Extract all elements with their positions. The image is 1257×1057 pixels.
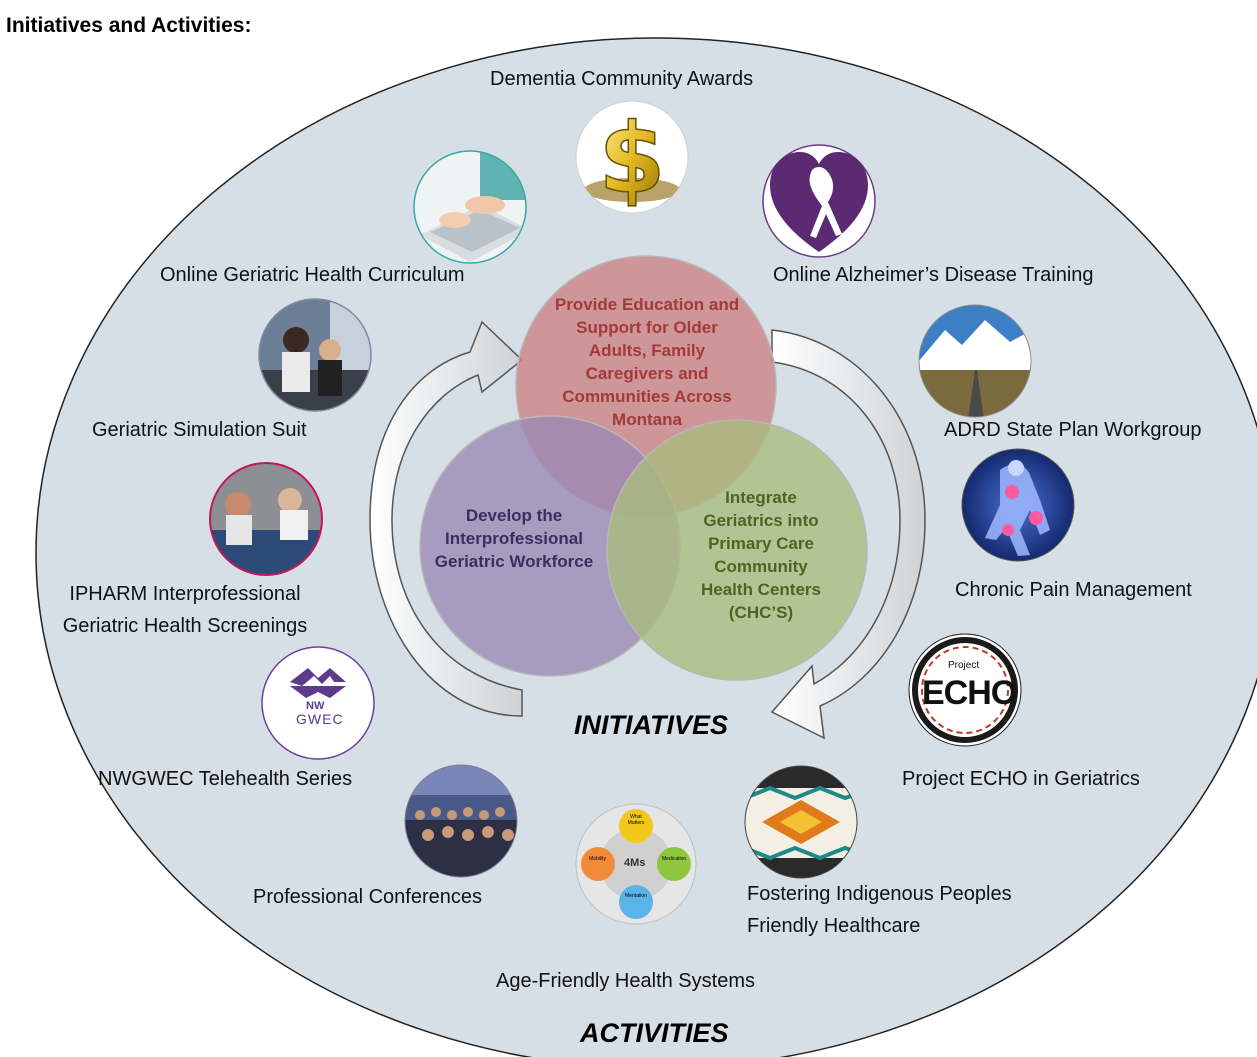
- label-alzheimers-training: Online Alzheimer’s Disease Training: [773, 264, 1094, 286]
- four-ms-center: 4Ms: [624, 857, 646, 869]
- dollar-sign-icon: $: [575, 100, 689, 215]
- label-ipharm-line1: IPHARM Interprofessional: [69, 583, 301, 605]
- initiatives-label: INITIATIVES: [574, 710, 729, 740]
- venn-circle-right: [606, 419, 868, 681]
- venn-right-label: Integrate Geriatrics into Primary Care C…: [701, 488, 821, 622]
- label-indigenous-line1: Fostering Indigenous Peoples: [747, 883, 1012, 905]
- venn-top-label: Provide Education and Support for Older …: [554, 295, 740, 429]
- four-ms-medication: Medication: [662, 856, 687, 862]
- label-adrd-workgroup: ADRD State Plan Workgroup: [944, 419, 1202, 441]
- label-echo: Project ECHO in Geriatrics: [902, 768, 1140, 790]
- label-ipharm-line2: Geriatric Health Screenings: [62, 615, 308, 637]
- cycle-arrows: [369, 320, 926, 740]
- m-mentation: [619, 885, 653, 919]
- pain-body-icon: [961, 448, 1075, 562]
- venn-diagram: [419, 255, 868, 681]
- arrow-left-icon: [369, 320, 524, 717]
- awareness-ribbon-heart-icon: [762, 144, 876, 258]
- nwgwec-logo-gwec: GWEC: [296, 711, 344, 727]
- page-title: Initiatives and Activities:: [6, 14, 252, 37]
- label-indigenous-line2: Friendly Healthcare: [747, 915, 921, 937]
- label-age-friendly: Age-Friendly Health Systems: [496, 970, 755, 992]
- venn-left-label: Develop the Interprofessional Geriatric …: [434, 506, 594, 571]
- m-medication: [657, 847, 691, 881]
- label-nwgwec: NWGWEC Telehealth Series: [98, 768, 353, 790]
- activities-label: ACTIVITIES: [580, 1018, 729, 1048]
- label-indigenous: Fostering Indigenous Peoples Friendly He…: [747, 878, 1012, 942]
- nwgwec-logo-icon: [261, 646, 375, 760]
- m-what-matters: [619, 809, 653, 843]
- four-ms-mobility: Mobility: [589, 856, 606, 862]
- label-chronic-pain: Chronic Pain Management: [955, 579, 1192, 601]
- echo-logo-project: Project: [948, 660, 980, 671]
- label-simulation-suit: Geriatric Simulation Suit: [92, 419, 307, 441]
- nwgwec-logo-nw: NW: [306, 700, 325, 712]
- arrow-right-icon: [770, 329, 926, 740]
- laptop-typing-photo: [413, 150, 527, 264]
- four-ms-mentation: Mentation: [625, 893, 647, 899]
- echo-logo-icon: [908, 633, 1022, 747]
- four-ms-what-matters: What Matters: [627, 814, 645, 826]
- label-conferences: Professional Conferences: [253, 886, 483, 908]
- label-online-curriculum: Online Geriatric Health Curriculum: [160, 264, 465, 286]
- simulation-photo: [258, 298, 372, 412]
- mountain-road-photo: [918, 304, 1032, 418]
- ipharm-screening-photo: [209, 462, 323, 576]
- svg-text:$: $: [599, 103, 666, 215]
- m-mobility: [581, 847, 615, 881]
- label-dementia-awards: Dementia Community Awards: [490, 68, 754, 90]
- echo-logo-word: ECHO: [922, 674, 1017, 712]
- label-ipharm: IPHARM Interprofessional Geriatric Healt…: [50, 578, 320, 642]
- four-ms-icon: [575, 803, 697, 925]
